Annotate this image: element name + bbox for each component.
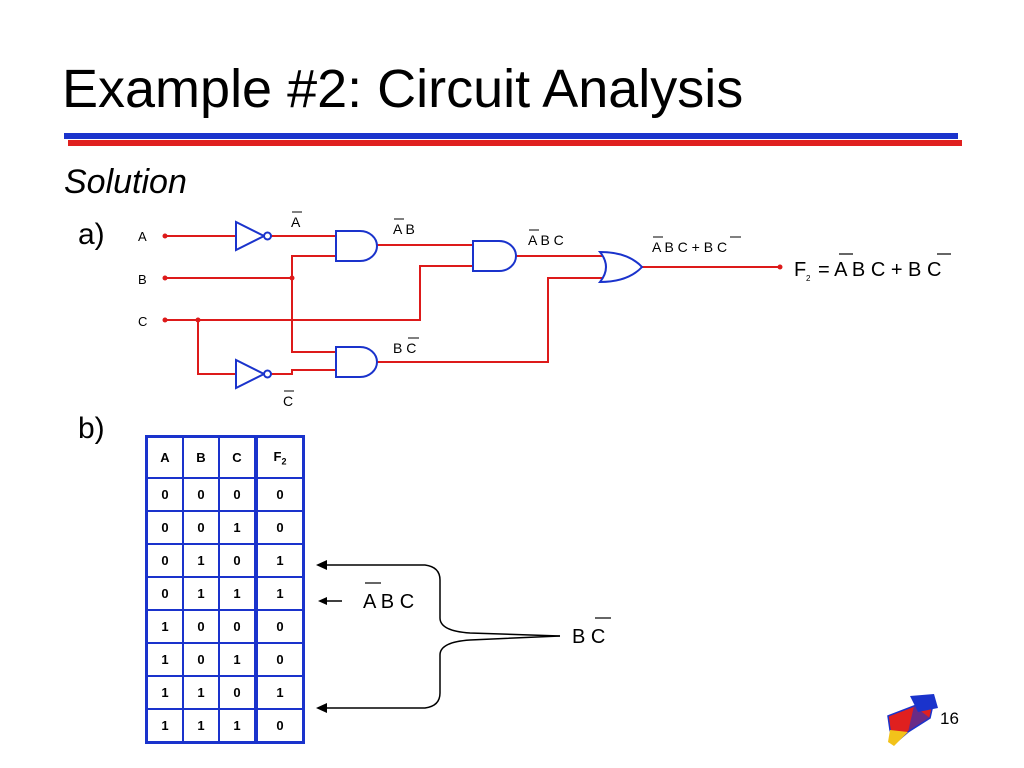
table-cell: 0 (145, 576, 184, 611)
table-cell: 0 (182, 609, 220, 644)
table-cell: 0 (182, 510, 220, 545)
table-cell: 1 (218, 708, 257, 744)
header-cell-b: B (182, 435, 220, 479)
table-cell: 0 (145, 510, 184, 545)
wire-not-c-out (271, 369, 336, 375)
title-underline-red (68, 140, 962, 146)
slide-title: Example #2: Circuit Analysis (62, 59, 744, 119)
header-cell-a: A (145, 435, 184, 479)
wire-b-down (291, 278, 336, 353)
and-gate-3 (335, 346, 378, 378)
and-gate-1 (335, 230, 378, 262)
not-gate-a (235, 220, 267, 252)
table-cell: 0 (218, 609, 257, 644)
header-cell-f2: F2 (254, 435, 305, 479)
label-or-out: A B C + B C (652, 239, 727, 255)
table-cell: 1 (182, 708, 220, 744)
input-dot-b (162, 275, 168, 281)
part-b-label: b) (78, 412, 105, 445)
table-cell: 1 (145, 708, 184, 744)
table-cell: 1 (218, 510, 257, 545)
part-a-label: a) (78, 218, 105, 251)
and-gate-2 (472, 240, 517, 272)
table-cell: 1 (254, 576, 305, 611)
wire-and3-out (377, 277, 604, 363)
table-cell: 0 (145, 477, 184, 512)
table-cell: 0 (145, 543, 184, 578)
table-cell: 1 (182, 675, 220, 710)
table-cell: 1 (254, 543, 305, 578)
table-cell: 1 (254, 675, 305, 710)
input-dot-a (162, 233, 168, 239)
input-dot-c (162, 317, 168, 323)
label-and3-out: B C (393, 340, 416, 356)
table-cell: 1 (145, 675, 184, 710)
label-and1-out: A B (393, 221, 415, 237)
table-cell: 1 (218, 642, 257, 677)
table-cell: 0 (218, 675, 257, 710)
table-cell: 1 (182, 543, 220, 578)
or-gate (597, 250, 644, 284)
truth-table-header: A B C F2 (145, 435, 305, 479)
not-gate-a-bubble (263, 231, 272, 241)
table-cell: 0 (254, 477, 305, 512)
output-expr-sub: 2 (806, 274, 811, 283)
wire-b-up (291, 255, 336, 278)
arrowhead-row3 (316, 560, 327, 570)
wire-c-input (165, 265, 473, 321)
header-cell-c: C (218, 435, 257, 479)
label-not-c: C (283, 393, 293, 409)
input-label-a: A (138, 229, 147, 244)
table-cell: 0 (182, 642, 220, 677)
label-not-a: A (291, 214, 301, 230)
table-cell: 0 (254, 510, 305, 545)
output-dot (777, 264, 783, 270)
table-cell: 0 (254, 708, 305, 744)
table-cell: 0 (218, 477, 257, 512)
brace-upper-arm (318, 564, 561, 637)
arrowhead-row4 (318, 597, 327, 605)
junction-b (289, 275, 295, 281)
table-cell: 1 (145, 609, 184, 644)
wire-c-branch (197, 320, 236, 375)
output-expr-rhs: = A B C + B C (818, 259, 941, 281)
table-cell: 1 (145, 642, 184, 677)
input-label-b: B (138, 272, 147, 287)
page-number: 16 (940, 709, 959, 728)
table-cell: 1 (182, 576, 220, 611)
table-cell: 0 (182, 477, 220, 512)
table-cell: 1 (218, 576, 257, 611)
slide-subtitle: Solution (64, 163, 187, 201)
table-cell: 0 (254, 642, 305, 677)
table-cell: 0 (254, 609, 305, 644)
brace-term-label: B C (572, 626, 605, 648)
university-logo-icon (887, 694, 938, 746)
not-gate-c (235, 358, 267, 390)
input-label-c: C (138, 314, 147, 329)
arrow-term-label: A B C (363, 591, 414, 613)
output-expr-lhs: F (794, 259, 806, 281)
label-and2-out: A B C (528, 232, 564, 248)
junction-c (195, 317, 201, 323)
not-gate-c-bubble (263, 369, 272, 379)
arrowhead-row7 (316, 703, 327, 713)
title-underline-blue (64, 133, 958, 139)
brace-lower-arm (318, 635, 561, 709)
table-cell: 0 (218, 543, 257, 578)
